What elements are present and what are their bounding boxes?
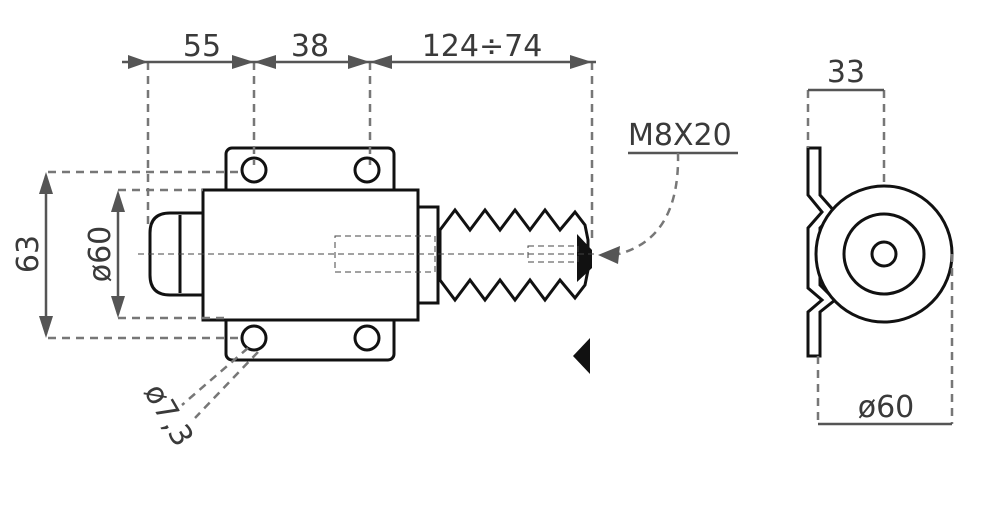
rear-cap [148, 211, 205, 297]
arrow-dim2-right [348, 55, 370, 69]
mounting-hole-bottom-right [353, 324, 381, 352]
dim-hole-diameter: ø7,3 [137, 378, 200, 453]
arrow-dim3-left [370, 55, 392, 69]
arrow-d60-top [111, 190, 125, 212]
hole-leader-2 [194, 351, 259, 419]
hole-leader-1 [181, 347, 249, 406]
front-view [138, 146, 598, 374]
mounting-hole-bottom-left [240, 324, 268, 352]
rod-tip [577, 234, 592, 282]
dim-33: 33 [827, 55, 865, 90]
front-collar [416, 205, 440, 305]
arrow-63-bottom [39, 316, 53, 338]
arrow-dim1-left [128, 55, 148, 69]
hidden-piston [334, 235, 436, 273]
direction-marker-icon [573, 338, 590, 374]
side-bracket [806, 146, 838, 358]
dim-38: 38 [291, 29, 329, 64]
side-dimensions: 33 ø60 [806, 55, 954, 426]
cylinder-body [201, 188, 420, 322]
arrow-63-top [39, 172, 53, 194]
thread-callout: M8X20 [628, 118, 732, 153]
thread-leader [614, 152, 680, 257]
arrow-dim3-right [570, 55, 592, 69]
arrow-dim2-left [254, 55, 276, 69]
arrow-dim1-right [232, 55, 254, 69]
dim-d60-side: ø60 [858, 390, 915, 425]
mounting-hole-top-left [240, 156, 268, 184]
side-rod-circle [870, 240, 898, 268]
side-middle-circle [842, 212, 926, 296]
dim-d60-body: ø60 [83, 226, 118, 283]
mounting-hole-top-right [353, 156, 381, 184]
dim-63: 63 [11, 235, 46, 273]
thread-leader-arrow [598, 246, 620, 264]
arrow-d60-bottom [111, 296, 125, 318]
bellows-boot [438, 207, 590, 303]
dim-stroke: 124÷74 [422, 29, 543, 64]
front-dimensions: 55 38 124÷74 M8X20 63 ø60 ø7,3 [11, 29, 738, 453]
dim-55: 55 [183, 29, 221, 64]
side-outer-circle [814, 184, 954, 324]
side-view [806, 146, 954, 358]
